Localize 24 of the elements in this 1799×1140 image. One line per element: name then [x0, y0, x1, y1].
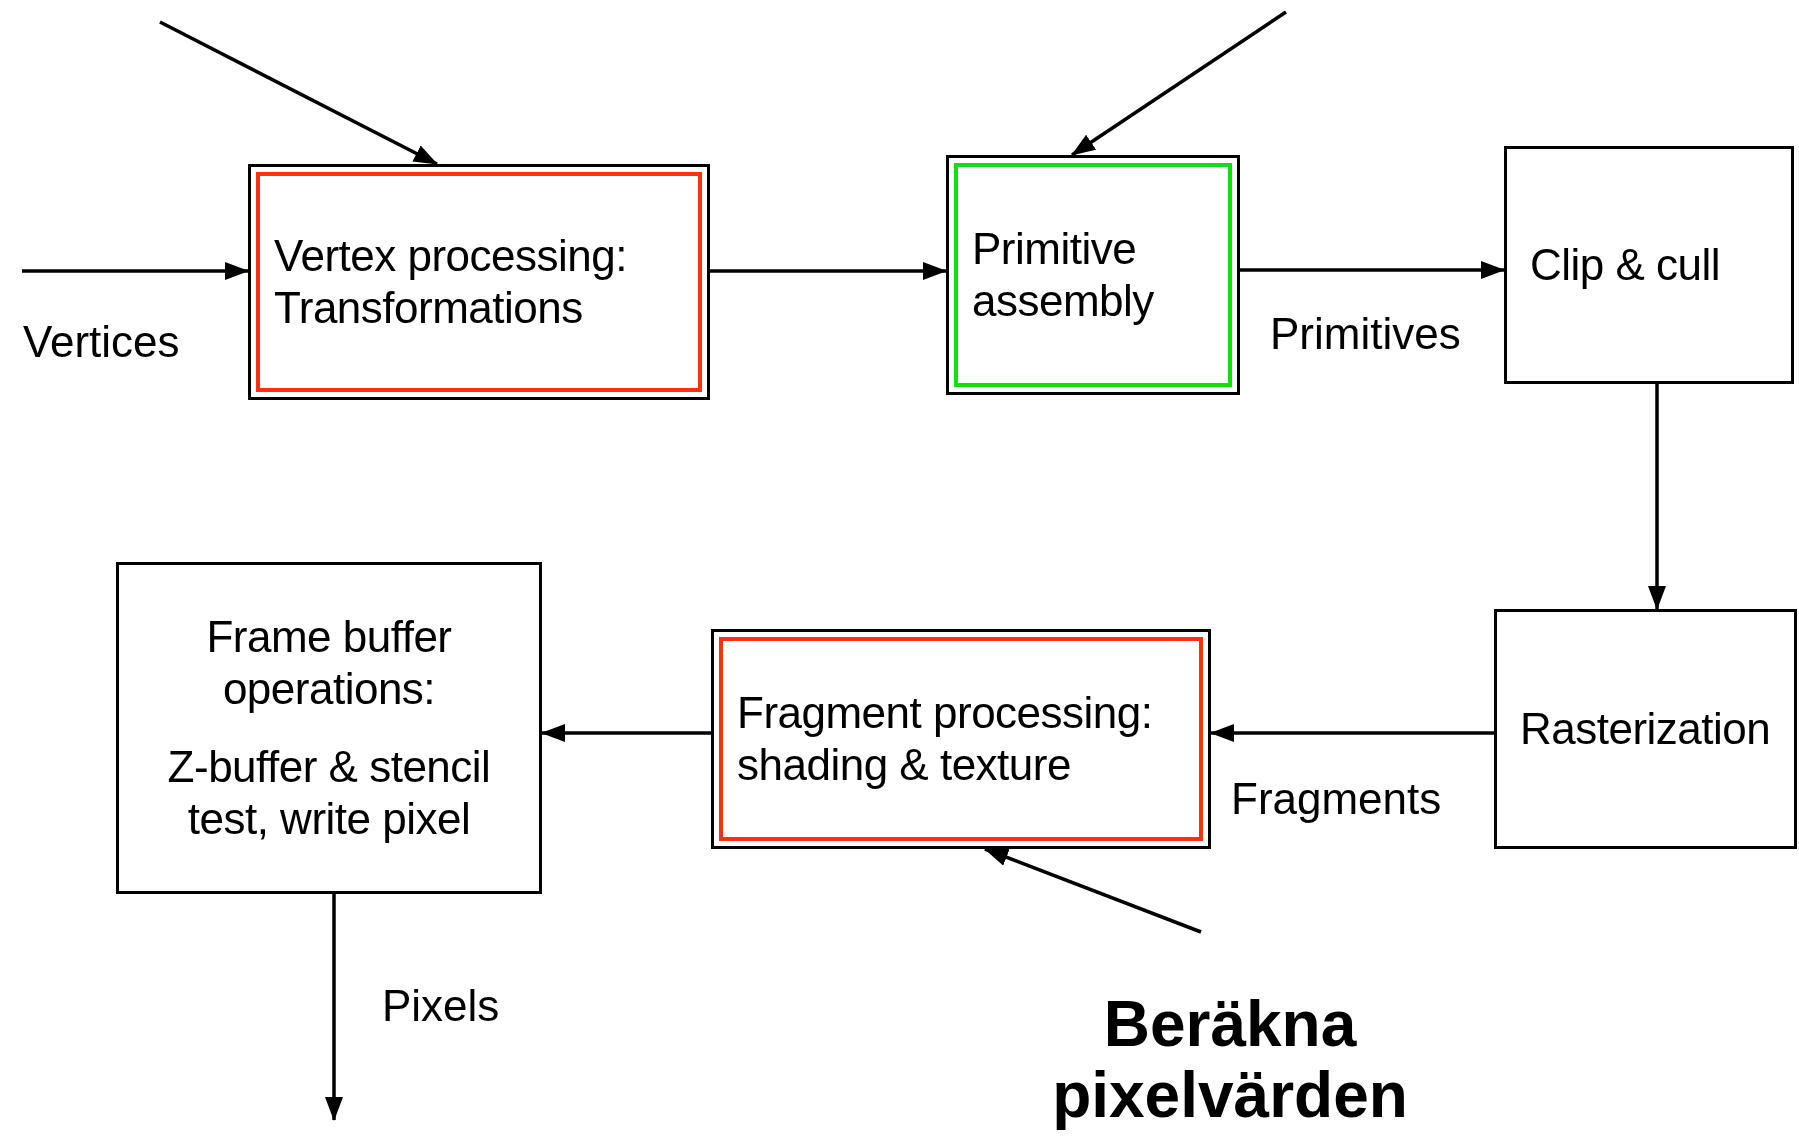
process-box [1504, 146, 1794, 384]
arrow [710, 262, 947, 280]
arrow [541, 724, 711, 742]
arrow [1240, 261, 1505, 279]
arrow [984, 847, 1202, 934]
annotation-text: Beräkna pixelvärden [1051, 988, 1409, 1132]
process-label: Vertex processing: Transformations [274, 230, 628, 334]
process-label: Primitive assembly [972, 223, 1155, 327]
arrow [159, 20, 438, 166]
arrow [325, 894, 343, 1121]
process-label: Fragment processing: shading & texture [737, 687, 1154, 791]
arrow [1648, 384, 1666, 610]
process-box [116, 562, 542, 894]
arrow [1071, 10, 1287, 157]
process-label: Z-buffer & stencil test, write pixel [166, 741, 492, 845]
process-box [711, 629, 1211, 849]
process-label: Clip & cull [1530, 239, 1722, 291]
arrow [22, 262, 249, 280]
arrow [1210, 724, 1494, 742]
process-label: Rasterization [1520, 703, 1771, 755]
process-box [1494, 609, 1797, 849]
process-box [248, 164, 710, 400]
process-box [946, 155, 1240, 395]
process-label: Frame buffer operations: [205, 611, 453, 715]
